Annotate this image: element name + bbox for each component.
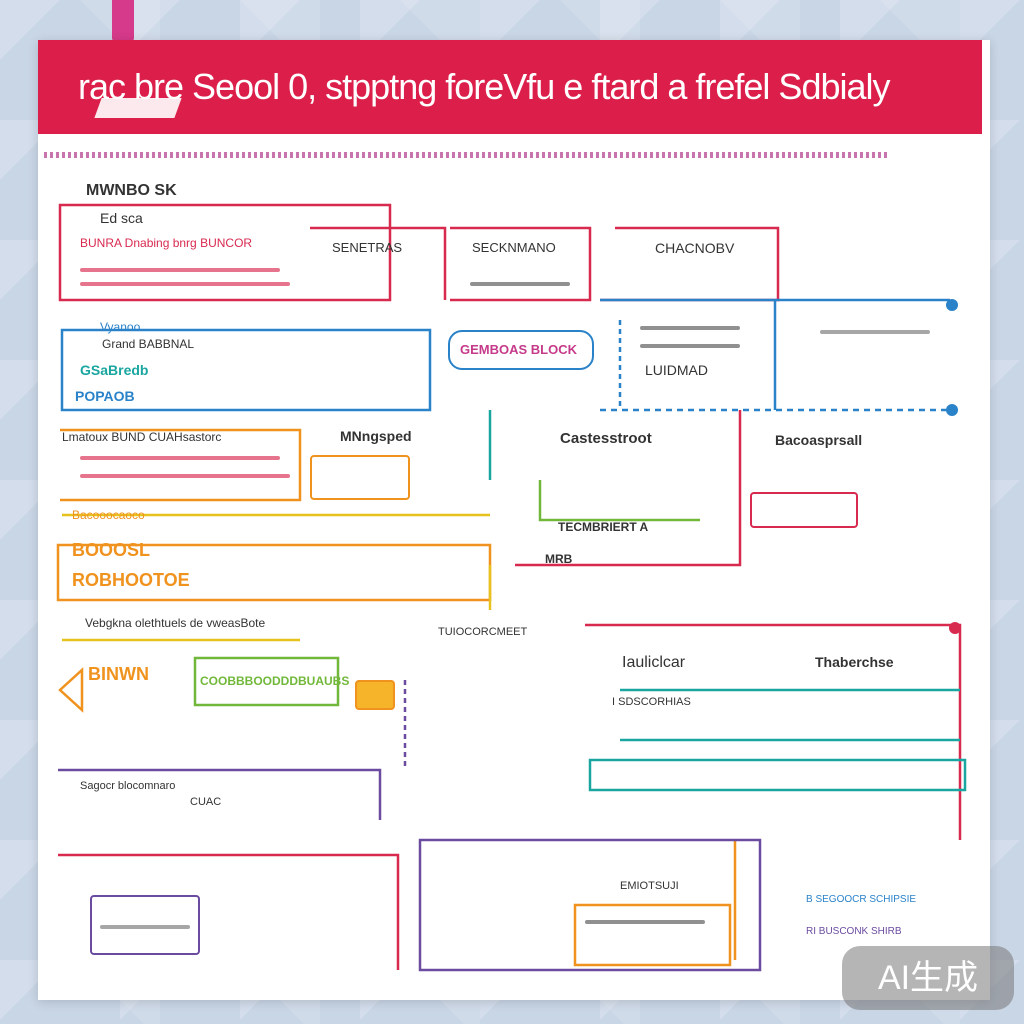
label-l30: EMIOTSUJI (620, 880, 679, 892)
label-l29: CUAC (190, 796, 222, 808)
ai-watermark: AI生成 (842, 946, 1014, 1010)
red-small-box (750, 492, 858, 528)
label-l14: MNngsped (340, 428, 412, 444)
label-l7: GEMBOAS BLOCK (460, 342, 577, 357)
label-l3: BUNRA Dnabing bnrg BUNCOR (80, 236, 253, 250)
text-filler (640, 344, 740, 348)
label-l20: BOOOSL (72, 540, 151, 560)
text-filler (80, 282, 290, 286)
label-l13: Lmatoux BUND CUAHsastorc (62, 430, 222, 444)
label-l1: MWNBO SK (86, 182, 177, 199)
label-l26: Iauliclcar (622, 654, 686, 671)
label-l22: Vebgkna olethtuels de vweasBote (85, 616, 266, 630)
dotted-divider (44, 152, 890, 158)
label-l10: Grand BABBNAL (102, 337, 195, 351)
text-filler (585, 920, 705, 924)
label-l9: Vyanoo (100, 320, 141, 334)
label-l6: CHACNOBV (655, 240, 735, 256)
text-filler (80, 456, 280, 460)
yellow-block (355, 680, 395, 710)
label-l17: Bacooocaoco (72, 508, 145, 522)
label-l15: Castesstroot (560, 430, 652, 447)
label-l16: Bacoasprsall (775, 432, 863, 448)
label-l25: TUIOCORCMEET (438, 626, 528, 638)
label-l33: I SDSCORHIAS (612, 696, 691, 708)
text-filler (80, 268, 280, 272)
banner-title: rac bre Seool 0, stpptng foreVfu e ftard… (78, 66, 890, 107)
text-filler (820, 330, 930, 334)
title-banner: rac bre Seool 0, stpptng foreVfu e ftard… (38, 40, 982, 134)
label-l27: Thaberchse (815, 654, 894, 670)
label-l23: BINWN (88, 664, 149, 684)
clip-tab (112, 0, 134, 42)
text-filler (100, 925, 190, 929)
label-l12: POPAOB (75, 388, 135, 404)
label-l8: LUIDMAD (645, 362, 709, 378)
label-l18: TECMBRIERT A (558, 520, 649, 534)
label-l19: MRB (545, 552, 573, 566)
label-l21: ROBHOOTOE (72, 570, 190, 590)
label-l24: COOBBBOODDDBUAUBS (200, 674, 350, 688)
label-l11: GSaBredb (80, 362, 149, 378)
label-l4: SENETRAS (332, 240, 403, 255)
label-l28: Sagocr blocomnaro (80, 780, 176, 792)
text-filler (640, 326, 740, 330)
purple-small-box (90, 895, 200, 955)
orange-small-box (310, 455, 410, 500)
text-filler (80, 474, 290, 478)
label-l32: RI BUSCONK SHIRB (806, 926, 902, 937)
label-l5: SECKNMANO (472, 240, 556, 255)
label-l2: Ed sca (100, 210, 143, 226)
gembo-pill (448, 330, 594, 370)
text-filler (470, 282, 570, 286)
label-l31: B SEGOOCR SCHIPSIE (806, 894, 917, 905)
